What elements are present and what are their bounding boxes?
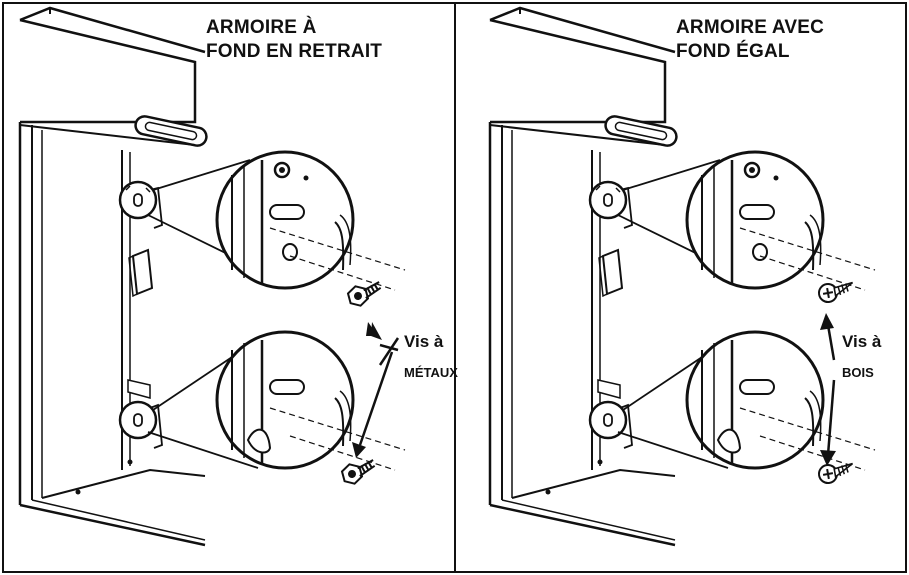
left-arrows (352, 322, 400, 458)
wood-screw-label: Vis à BOIS (842, 332, 881, 382)
right-panel-title: ARMOIRE AVEC FOND ÉGAL (676, 16, 824, 64)
right-title-line2: FOND ÉGAL (676, 41, 790, 62)
right-title-line1: ARMOIRE AVEC (676, 17, 825, 38)
machine-screw-label: Vis à MÉTAUX (404, 332, 458, 382)
left-panel-title: ARMOIRE À FOND EN RETRAIT (206, 16, 382, 64)
left-title-line2: FOND EN RETRAIT (206, 41, 383, 62)
machine-screw-label-line2: MÉTAUX (404, 365, 458, 380)
left-title-line1: ARMOIRE À (206, 17, 317, 38)
right-arrows (820, 313, 836, 466)
machine-screw-label-line1: Vis à (404, 332, 444, 351)
wood-screw-label-line1: Vis à (842, 332, 882, 351)
wood-screw-label-line2: BOIS (842, 365, 874, 380)
